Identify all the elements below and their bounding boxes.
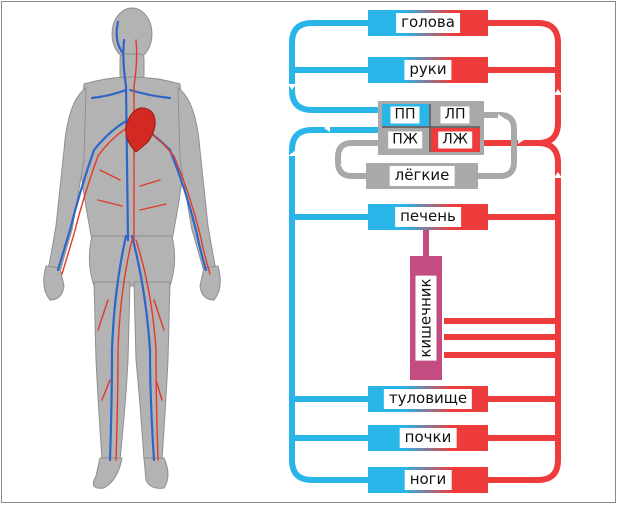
label-head: голова — [396, 13, 460, 33]
label-trunk: туловище — [383, 389, 473, 409]
label-right-atrium: ПП — [390, 106, 420, 124]
human-body-illustration — [43, 7, 221, 489]
pulmonary-vessels — [335, 112, 517, 179]
label-lungs: лёгкие — [389, 166, 455, 186]
label-liver: печень — [395, 207, 461, 227]
circulation-scheme — [288, 10, 562, 493]
label-left-atrium: ЛП — [440, 106, 470, 124]
label-intestine: кишечник — [415, 275, 437, 361]
label-left-ventricle: ЛЖ — [438, 131, 472, 149]
flow-arrows — [288, 84, 562, 178]
label-kidneys: почки — [399, 428, 457, 448]
portal-vein — [423, 226, 429, 260]
label-right-ventricle: ПЖ — [388, 131, 422, 149]
arterial-vessels — [444, 20, 561, 483]
label-legs: ноги — [404, 470, 452, 490]
venous-vessels — [289, 20, 380, 483]
label-arms: руки — [404, 60, 452, 80]
